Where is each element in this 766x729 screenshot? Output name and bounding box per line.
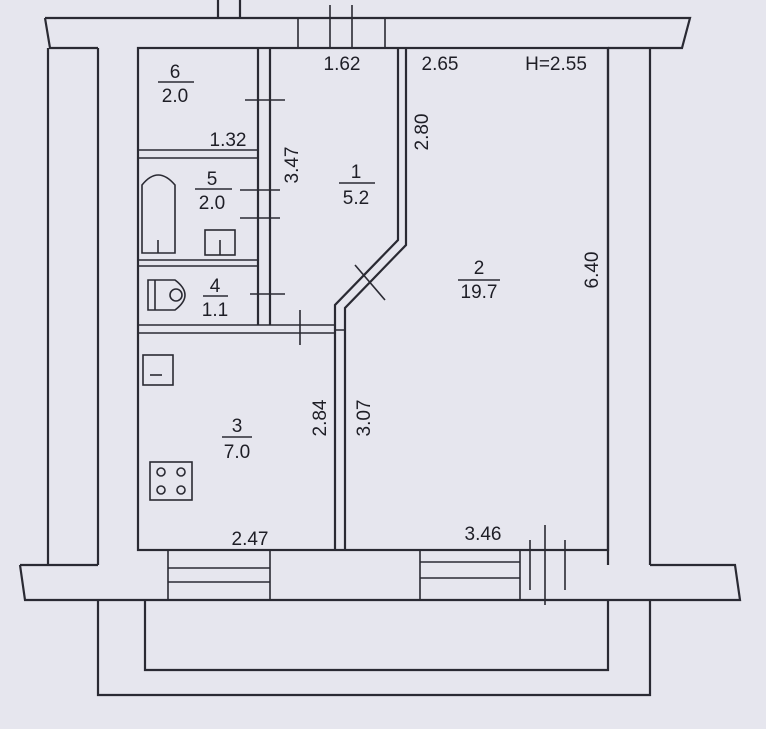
svg-text:1.1: 1.1 [202, 300, 228, 321]
stove-icon [149, 461, 193, 501]
dimension-3-46: 3.46 [465, 524, 502, 545]
svg-text:4: 4 [210, 276, 221, 297]
dimension-2-65: 2.65 [422, 54, 459, 75]
dimension-3-47: 3.47 [282, 147, 303, 184]
dimension-3-07: 3.07 [354, 400, 375, 437]
dimension-6-40: 6.40 [582, 252, 603, 289]
inner-walls [136, 46, 610, 605]
top-window [297, 5, 386, 48]
dimension-2-47: 2.47 [232, 529, 269, 550]
room-3-label: 3 7.0 [222, 416, 252, 463]
room-6-label: 6 2.0 [158, 62, 194, 107]
outer-walls [18, 0, 742, 697]
toilet-icon [147, 279, 186, 311]
svg-text:2: 2 [474, 258, 485, 279]
svg-text:2.0: 2.0 [199, 193, 225, 214]
dimension-2-84: 2.84 [310, 399, 331, 436]
dimension-1-62: 1.62 [324, 54, 361, 75]
svg-text:7.0: 7.0 [224, 442, 250, 463]
svg-text:6: 6 [170, 62, 181, 83]
room-1-label: 1 5.2 [339, 162, 375, 209]
room-5-label: 5 2.0 [195, 169, 232, 214]
dimension-1-32: 1.32 [210, 130, 247, 151]
svg-text:5: 5 [207, 169, 218, 190]
svg-text:5.2: 5.2 [343, 188, 369, 209]
ceiling-height: H=2.55 [525, 54, 587, 75]
svg-text:19.7: 19.7 [461, 282, 498, 303]
svg-text:3: 3 [232, 416, 243, 437]
kitchen-sink-icon [142, 354, 174, 386]
svg-text:2.0: 2.0 [162, 86, 188, 107]
room-2-label: 2 19.7 [458, 258, 500, 303]
svg-text:1: 1 [351, 162, 362, 183]
dimension-2-80: 2.80 [412, 114, 433, 151]
bathtub-icon [141, 174, 176, 254]
room-4-label: 4 1.1 [202, 276, 228, 321]
bottom-windows [167, 540, 566, 600]
sink-icon [204, 229, 236, 256]
